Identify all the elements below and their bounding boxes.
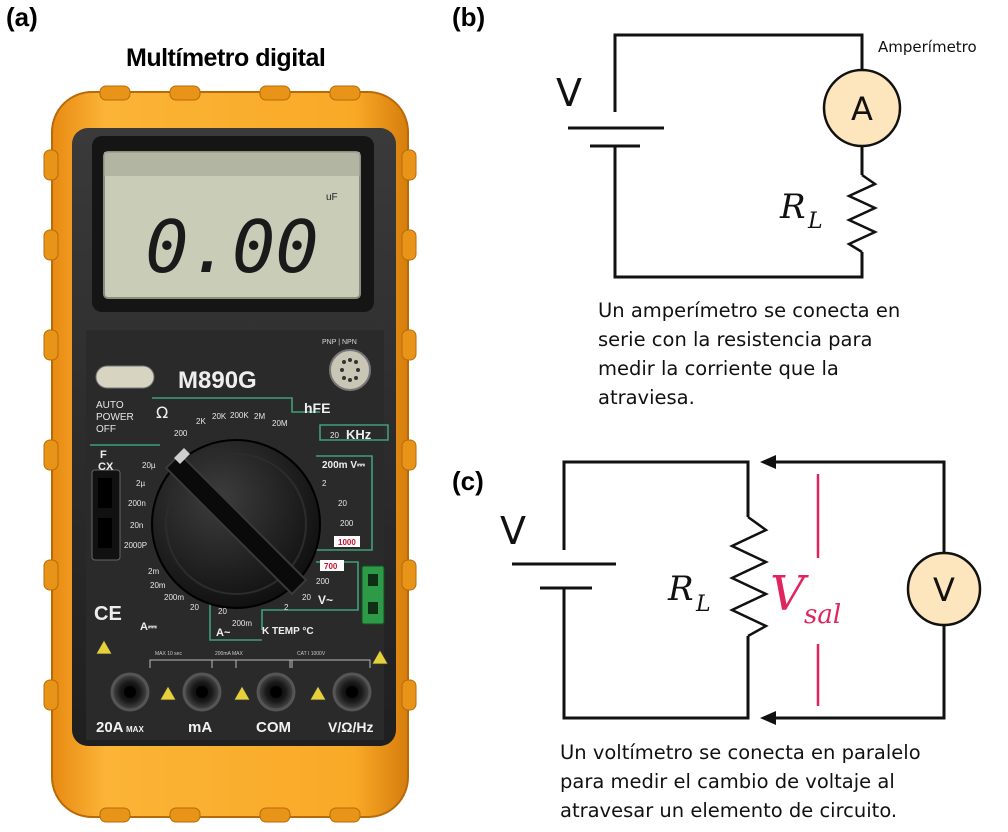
acv-range: 200 <box>316 577 330 586</box>
multimeter-title: Multímetro digital <box>126 44 326 72</box>
voltmeter-symbol: V <box>933 571 955 609</box>
cap-label-f: F <box>100 449 107 461</box>
khz-label: KHz <box>346 427 372 442</box>
source-label-b: V <box>556 71 582 115</box>
ohm-range: 200 <box>174 429 188 438</box>
aca-range: 200m <box>232 619 252 628</box>
resistor-label-b: R <box>779 187 806 227</box>
voltmeter-caption: Un voltímetro se conecta en paralelo par… <box>560 738 921 825</box>
hfe-label: hFE <box>304 400 330 416</box>
panel-a-label: (a) <box>6 2 38 32</box>
dcv-range: 2 <box>322 479 327 488</box>
warning-icon <box>159 685 177 701</box>
ammeter-caption: Un amperímetro se conecta en serie con l… <box>598 296 900 412</box>
dcv-range-max: 1000 <box>338 538 356 547</box>
temp-label: K TEMP °C <box>262 626 314 637</box>
cap-range: 20n <box>130 521 143 530</box>
ammeter-wires <box>613 33 864 279</box>
resistor-sub-b: L <box>807 209 823 234</box>
caption-line: medir la corriente que la <box>598 357 839 380</box>
ohm-range: 2K <box>196 417 206 426</box>
ohm-symbol: Ω <box>156 403 168 422</box>
source-label-c: V <box>500 509 526 553</box>
dcv-range: 200 <box>340 519 354 528</box>
voltmeter-circuit: V V R L V sal <box>500 455 982 725</box>
ammeter-symbol: A <box>851 90 873 128</box>
jack-label-20a: 20A <box>96 719 124 736</box>
ohm-range: 2M <box>254 412 265 421</box>
resistor-sub-c: L <box>695 592 711 617</box>
ohm-range: 20M <box>272 419 288 428</box>
jack-label-20a-max: MAX <box>126 725 144 734</box>
arrow-icon <box>760 711 776 725</box>
ammeter-circuit: A Amperímetro V R L <box>556 33 977 279</box>
cap-range: 2000P <box>124 541 147 550</box>
dca-range: 200m <box>164 593 184 602</box>
ohm-range: 200K <box>230 411 249 420</box>
warning-icon <box>95 639 113 655</box>
battery-c <box>512 562 616 590</box>
warning-icon <box>309 685 327 701</box>
aca-range: 20 <box>218 607 227 616</box>
dcv-range: 20 <box>338 499 347 508</box>
vout-label: V <box>770 566 809 622</box>
dca-range: 20m <box>150 581 166 590</box>
ammeter-icon <box>822 68 902 148</box>
jack-label-v-ohm-hz: V/Ω/Hz <box>328 719 373 735</box>
multimeter-illustration: MAX 10 sec 200mA MAX CAT I 1000V 0.00 uF… <box>43 85 417 823</box>
voltmeter-wires <box>562 460 946 720</box>
ce-mark: CE <box>94 603 122 625</box>
cap-range: 20µ <box>142 461 156 470</box>
rotary-selector-knob[interactable] <box>151 439 321 609</box>
dca-label: A⎓ <box>140 621 157 633</box>
lcd-value: 0.00 <box>145 205 318 289</box>
auto-power-line-1: AUTO <box>96 400 124 411</box>
khz-range: 20 <box>330 431 339 440</box>
acv-range-max: 700 <box>324 562 338 571</box>
aca-label: A~ <box>216 627 231 639</box>
battery-b <box>568 126 664 148</box>
resistor-label-c: R <box>667 569 694 609</box>
dca-range: 20 <box>190 603 199 612</box>
svg-text:200mA MAX: 200mA MAX <box>215 651 243 657</box>
caption-line: serie con la resistencia para <box>598 328 873 351</box>
panel-c-label: (c) <box>452 466 484 496</box>
dcv-label: 200m V⎓ <box>322 460 365 471</box>
resistor-b <box>846 173 878 254</box>
caption-line: atravesar un elemento de circuito. <box>560 799 898 822</box>
svg-text:CAT I 1000V: CAT I 1000V <box>297 651 326 657</box>
auto-power-line-2: POWER <box>96 412 134 423</box>
ohm-range: 20K <box>212 412 227 421</box>
lcd-unit: uF <box>326 192 338 203</box>
power-button[interactable] <box>95 365 155 389</box>
auto-power-line-3: OFF <box>96 424 116 435</box>
cap-range: 200n <box>128 499 146 508</box>
pnp-npn-label: PNP | NPN <box>322 339 357 346</box>
jack-label-ma: mA <box>188 719 212 736</box>
caption-line: Un voltímetro se conecta en paralelo <box>560 741 921 764</box>
caption-line: para medir el cambio de voltaje al <box>560 770 895 793</box>
vout-sub: sal <box>804 600 841 630</box>
caption-line: Un amperímetro se conecta en <box>598 299 901 322</box>
acv-label: V~ <box>318 593 333 607</box>
panel-b-label: (b) <box>452 2 486 32</box>
voltmeter-icon <box>906 551 982 627</box>
warning-icon <box>233 685 251 701</box>
hfe-socket[interactable] <box>329 349 371 391</box>
arrow-icon <box>760 455 776 469</box>
acv-range: 2 <box>284 603 289 612</box>
resistor-c <box>729 515 769 638</box>
svg-text:MAX 10 sec: MAX 10 sec <box>155 651 182 657</box>
jack-label-com: COM <box>256 719 291 736</box>
cap-range: 2µ <box>136 479 145 488</box>
temp-socket[interactable] <box>361 565 385 625</box>
model-name: M890G <box>178 367 257 394</box>
acv-range: 20 <box>302 593 311 602</box>
warning-icon <box>371 649 389 665</box>
ammeter-name: Amperímetro <box>878 38 977 56</box>
cap-label-cx: CX <box>98 461 114 473</box>
dca-range: 2m <box>148 567 159 576</box>
caption-line: atraviesa. <box>598 386 695 409</box>
input-jacks <box>110 672 372 712</box>
